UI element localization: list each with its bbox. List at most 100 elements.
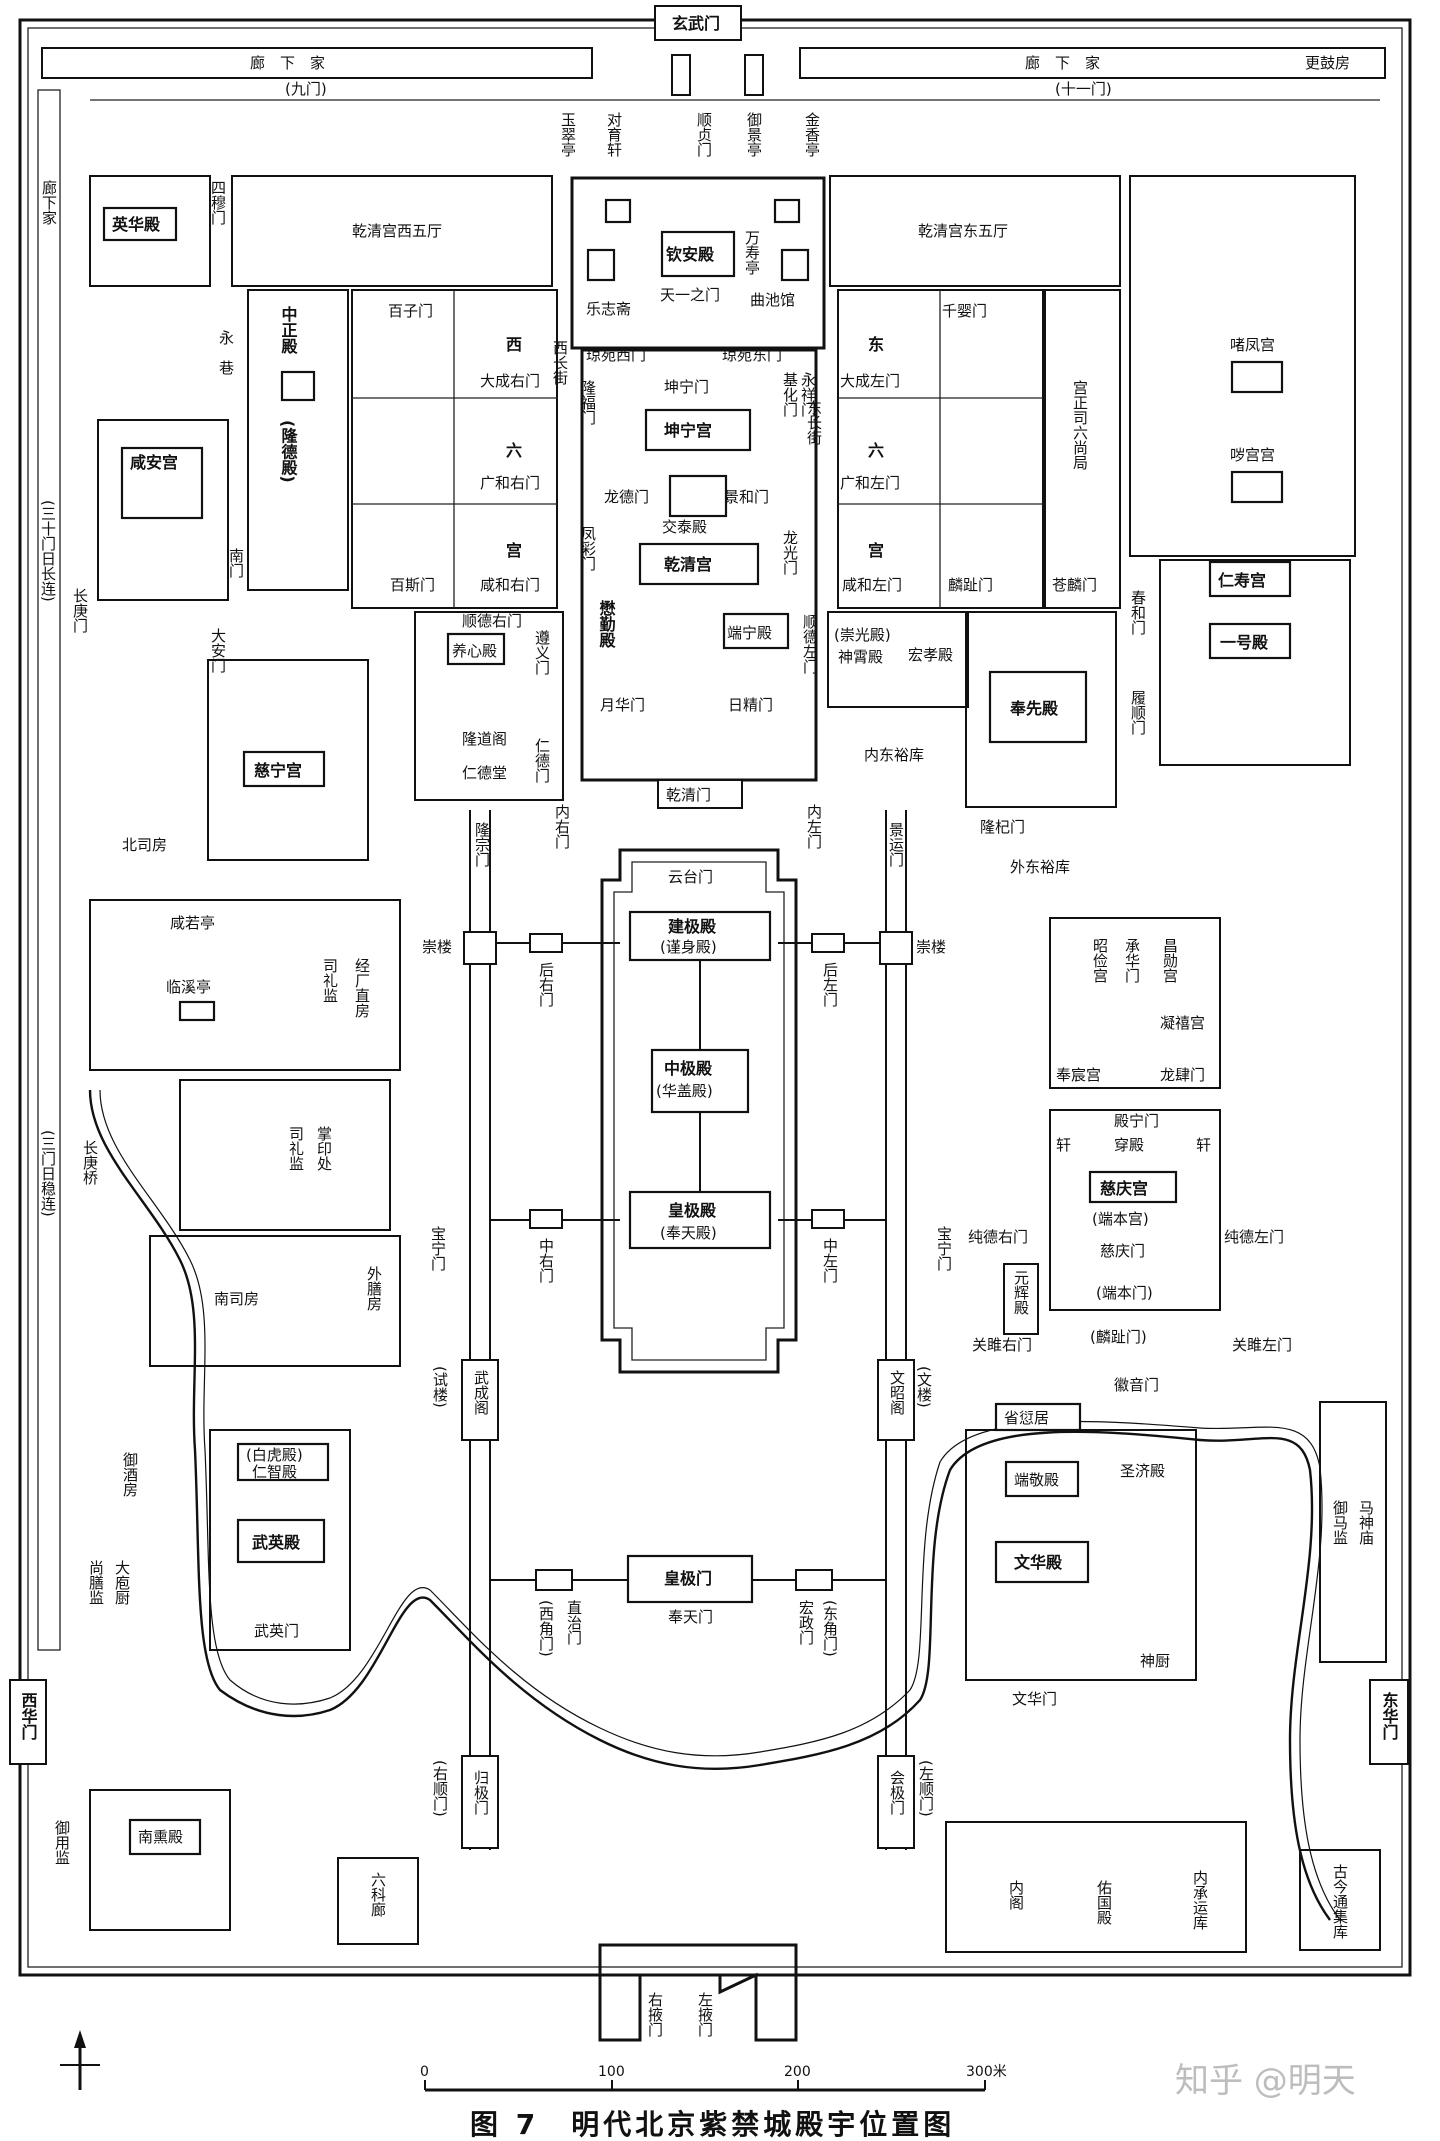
north-arrow [60, 2030, 100, 2090]
kunningmen-label: 坤宁门 [664, 378, 709, 396]
huijimen-label: 会极门 [888, 1770, 906, 1816]
liu-e-label: 六 [868, 441, 884, 460]
zhongzuomen-gate [811, 1209, 845, 1229]
donghuamen-label: 东华门 [1380, 1691, 1399, 1741]
dianningmen-label: 殿宁门 [1114, 1112, 1159, 1130]
huangjidian-label: 皇极殿 [668, 1201, 717, 1220]
renshoutang-label: 仁德堂 [462, 764, 507, 782]
jinshendian-label: (谨身殿) [660, 938, 717, 956]
xiangfenggong-label: 啫凤宫 [1230, 336, 1275, 354]
zhangyinchu-label: 掌印处 [315, 1126, 333, 1171]
wanshouting-label: 万寿亭 [743, 230, 761, 275]
qianqingmen-label: 乾清门 [666, 786, 711, 804]
jingyidian-hall [1004, 1460, 1080, 1498]
yiqing-label: 春和门 [1129, 590, 1147, 636]
sanmen-label: (三门日稳连) [39, 1130, 57, 1217]
xianhezuomen-label: 咸和左门 [842, 576, 902, 594]
fengxiandian-hall [988, 670, 1088, 744]
yucuiting-label: 玉翠亭 [559, 112, 577, 157]
jihuamen-label: 基化门 [781, 372, 799, 418]
jiaotaidian-hall [668, 474, 728, 518]
zhaoyugong-label: 昭俭宫 [1091, 938, 1109, 983]
longzongmen-label: 隆宗门 [473, 822, 491, 868]
west-lane [37, 89, 61, 1651]
yumajian-label: 御马监 [1331, 1500, 1349, 1545]
jiaolou-e-label: 崇楼 [916, 938, 946, 956]
jingyidian-label: 端敬殿 [1014, 1471, 1059, 1489]
beisifang-label: 北司房 [122, 836, 167, 854]
houyoumen-label: 后右门 [537, 962, 555, 1008]
chongguang-block [827, 611, 969, 708]
maoqindian-label: 懋勤殿 [597, 599, 617, 649]
nanxundian-label: 南熏殿 [138, 1828, 183, 1846]
jingxundian-label: 昌勋宫 [1161, 938, 1179, 983]
duiyuxuan-label: 对育轩 [605, 112, 623, 157]
siliji2-label: 司礼监 [287, 1126, 305, 1171]
xiangfeng-compound [1129, 175, 1356, 557]
gongzhengsi-block [1044, 289, 1121, 609]
langxiajia-side-label: 廊下家 [40, 180, 58, 225]
qiongyuandongmen-label: 琼苑东门 [722, 346, 782, 364]
xihuamen-gate [9, 1679, 47, 1765]
changfang-w-label: 长庚门 [71, 588, 89, 634]
shunzhenmen-label: 顺贞门 [695, 112, 713, 158]
imperial-garden [570, 176, 826, 350]
xianruoting-label: 咸若亭 [170, 914, 215, 932]
zhongzuomen-label: 中左门 [821, 1238, 839, 1284]
houzuomen-label: 后左门 [821, 962, 839, 1008]
yangxindian-hall [446, 632, 506, 666]
shengjidian-label: 圣济殿 [1120, 1462, 1165, 1480]
jinghemen-label: 景和门 [724, 488, 769, 506]
neidongyuku-label: 内东裕库 [864, 746, 924, 764]
huiyinmen-label: 徽音门 [1114, 1376, 1159, 1394]
zhongyoumen-label: 中右门 [537, 1238, 555, 1284]
neizuomen-label: 内左门 [805, 804, 823, 850]
dongchang-label: 东长街 [805, 400, 823, 445]
donghuamen-gate [1369, 1679, 1409, 1765]
chongguangdian-label: (崇光殿) [834, 626, 891, 644]
qianqinggong-hall [638, 542, 760, 586]
wenhuadian-hall [994, 1540, 1090, 1584]
wenlou-label: (文楼) [915, 1366, 933, 1408]
cining-compound [207, 659, 369, 861]
guanghezuomen-label: 广和左门 [840, 474, 900, 492]
garden-sq-w [604, 198, 632, 224]
guanjuyoumen-label: 关雎右门 [972, 1336, 1032, 1354]
huangjimen-gate [626, 1554, 754, 1604]
zhongzheng-compound [247, 289, 349, 591]
quchiguan-label: 曲池馆 [750, 291, 795, 309]
qianqingmen-gate [657, 779, 743, 809]
zhongjidian-label: 中极殿 [664, 1059, 713, 1078]
silijian-label: 司礼监 [321, 958, 339, 1003]
yujingting-label: 御景亭 [745, 112, 763, 157]
yuanfudian-hall [1003, 1263, 1039, 1335]
fengxiandian-label: 奉先殿 [1009, 699, 1059, 718]
jianjidian-label: 建极殿 [668, 917, 717, 936]
guanjuzuomen-label: 关雎左门 [1232, 1336, 1292, 1354]
yunsuimen-label: 顺德左门 [801, 614, 819, 675]
wumen-gate [598, 1943, 798, 2042]
fengming-label: 凤彩门 [579, 526, 597, 572]
renshougong-label: 仁寿宫 [1218, 571, 1266, 590]
xichang-label: 西长街 [551, 340, 569, 385]
longdemen-label: 龙德门 [604, 488, 649, 506]
north-gate-posts-e [744, 54, 764, 96]
zhongzheng-hall [280, 370, 316, 402]
scale-tick-300: 300米 [966, 2064, 1007, 2080]
chuandian-label: 穿殿 [1114, 1136, 1144, 1154]
duanbengong-label: (端本宫) [1092, 1210, 1149, 1228]
longjimen-label: 隆杞门 [980, 818, 1025, 836]
garden-pavilion-e [780, 248, 810, 282]
garden-pavilion-w [586, 248, 616, 282]
zhongzhengdian-label: 中正殿 [279, 305, 299, 355]
zuoyemen-label: 左掖门 [696, 1992, 714, 2038]
yongxiang-label: 永 巷 [217, 330, 235, 375]
yuyongjian-label: 御用监 [53, 1820, 71, 1865]
shangshanjian-label: 尚膳监 [87, 1560, 105, 1605]
wenzhaoge [877, 1359, 915, 1441]
huagaidian-label: (华盖殿) [656, 1082, 713, 1100]
waidongyuku-label: 外东裕库 [1010, 858, 1070, 876]
golden-water-stream [88, 1089, 1331, 1921]
cihuimen-label: 慈庆门 [1100, 1242, 1145, 1260]
scale-tick-0: 0 [420, 2064, 429, 2080]
